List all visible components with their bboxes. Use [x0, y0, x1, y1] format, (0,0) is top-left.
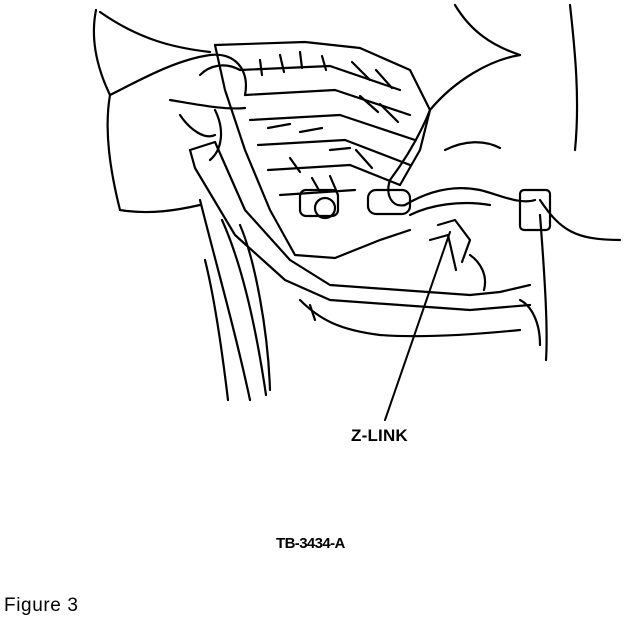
left-hand [108, 53, 248, 162]
technician-torso [92, 3, 622, 362]
z-link-leader-line [384, 231, 451, 421]
transmission-case [188, 140, 542, 402]
reference-code: TB-3434-A [276, 535, 345, 552]
z-link-callout-label: Z-LINK [351, 426, 408, 445]
right-hand [387, 53, 552, 232]
figure-caption: Figure 3 [4, 595, 79, 616]
z-link-part [428, 218, 487, 292]
valve-body [213, 40, 432, 260]
